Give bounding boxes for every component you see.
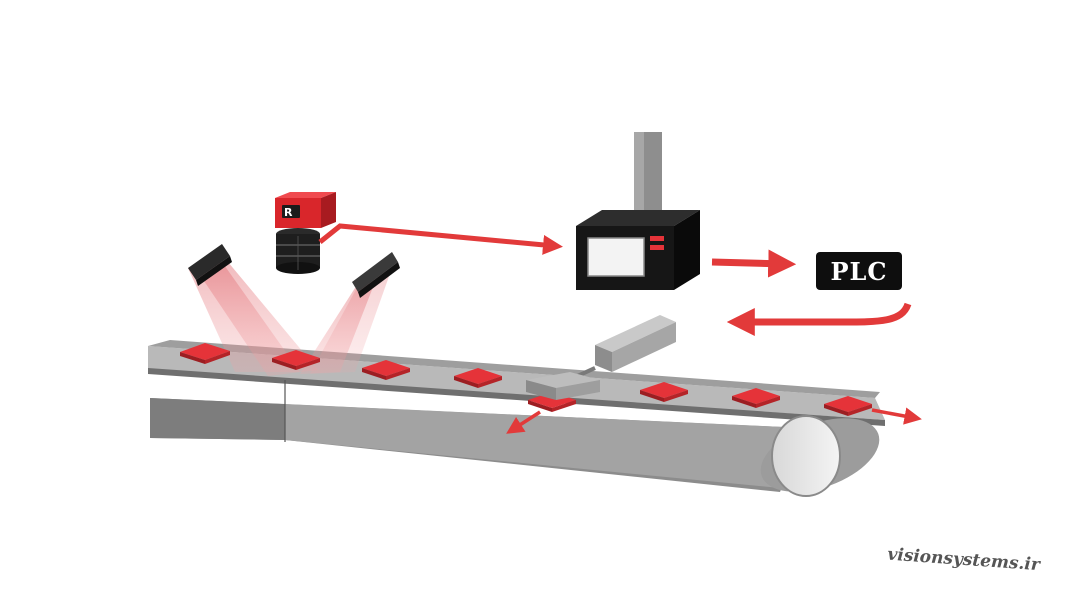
product-flow-arrow: [871, 407, 922, 425]
plc-to-rejector-arrow: [726, 302, 912, 336]
roller-end: [771, 415, 841, 497]
product-item-rejected: [528, 392, 576, 412]
plc-label: PLC: [830, 257, 887, 286]
products: [180, 343, 872, 416]
product-item: [640, 382, 688, 402]
product-item: [454, 368, 502, 388]
reject-arrow: [506, 410, 541, 434]
conveyor-belt: [148, 340, 885, 497]
product-item: [824, 396, 872, 416]
camera-to-controller-arrow: [318, 223, 563, 255]
product-item: [732, 388, 780, 408]
plc-icon: PLC: [816, 252, 902, 290]
controller-screen: [587, 237, 645, 277]
vision-controller-icon: [576, 132, 700, 290]
pneumatic-rejector-icon: [526, 315, 676, 400]
bar-light-icon: [352, 252, 400, 298]
product-item: [362, 360, 410, 380]
bar-light-icon: [188, 244, 232, 286]
watermark: visionsystems.ir: [887, 545, 1042, 576]
signal-arrows: [318, 223, 922, 434]
controller-to-plc-arrow: [711, 249, 797, 278]
light-beams: [188, 262, 392, 376]
camera-logo: R: [284, 206, 293, 219]
product-item: [272, 350, 320, 370]
product-item: [180, 343, 230, 364]
industrial-camera-icon: R: [275, 192, 336, 274]
